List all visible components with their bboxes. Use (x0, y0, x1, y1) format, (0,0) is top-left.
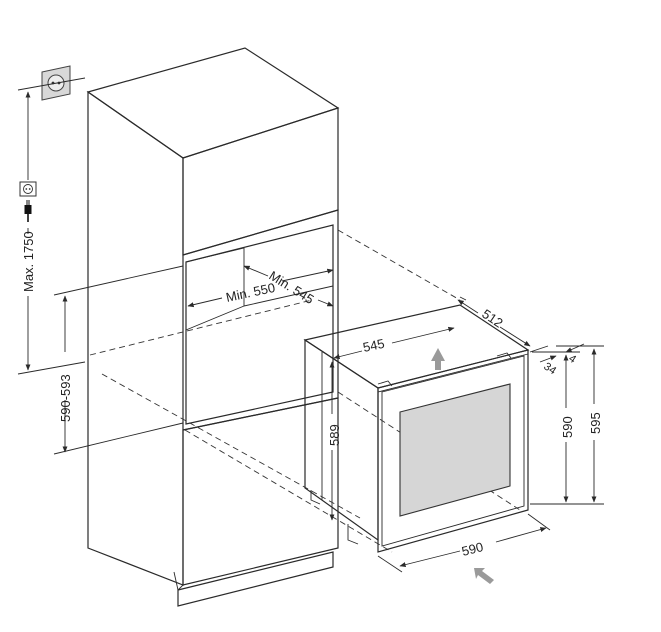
door-gap-dimensions: 34 4 (529, 343, 585, 378)
cabinet-lower-door (177, 551, 334, 607)
appliance-width-label: 545 (362, 336, 386, 355)
appliance-hinge-left (377, 380, 393, 387)
niche-height-dimension: 590-593 (53, 265, 184, 455)
niche-floor-edge (185, 305, 245, 331)
niche-height-label: 590-593 (58, 374, 73, 422)
appliance (303, 304, 530, 553)
niche-back-top-edge (185, 247, 245, 263)
tall-cabinet (86, 47, 340, 607)
front-width-label: 590 (460, 539, 485, 559)
max-height-dimension: Max. 1750 (17, 77, 86, 375)
appliance-width-dimension: 545 (333, 326, 455, 360)
plinth-edge (177, 584, 184, 591)
appliance-height-side-dimension: 589 (327, 361, 342, 521)
appliance-door (381, 355, 525, 547)
appliance-side-height-label: 589 (327, 424, 342, 446)
plinth-edge-left (173, 571, 179, 591)
cabinet-top (86, 47, 340, 159)
appliance-front (377, 349, 529, 553)
niche-back-bottom-edge (243, 285, 334, 307)
appliance-depth-dimension: 512 (457, 296, 531, 347)
door-height-dimension: 590 (530, 351, 580, 505)
front-width-dimension: 590 (377, 513, 551, 573)
total-height-dimension: 595 (546, 345, 604, 505)
cabinet-side-panel (87, 90, 184, 586)
door-gap-label-4: 4 (566, 353, 578, 366)
cabinet-niche (185, 224, 334, 425)
door-height-label: 590 (560, 416, 575, 438)
min-width-label: Min. 550 (225, 280, 277, 305)
appliance-depth-label: 512 (479, 306, 505, 331)
cabinet-lower-front (182, 397, 339, 586)
airflow-up-arrow-icon (431, 348, 445, 370)
max-height-label: Max. 1750 (21, 231, 36, 292)
appliance-top-lip (377, 353, 529, 393)
airflow-in-arrow-icon (474, 568, 494, 584)
appliance-foot-front (347, 524, 359, 545)
total-height-label: 595 (588, 412, 603, 434)
power-plug-icon (24, 200, 32, 222)
appliance-glass-window (399, 383, 511, 517)
power-socket-icon (19, 181, 37, 197)
door-gap-label-34: 34 (541, 361, 558, 378)
appliance-hinge-right (496, 352, 512, 359)
appliance-foot-back (310, 490, 321, 505)
